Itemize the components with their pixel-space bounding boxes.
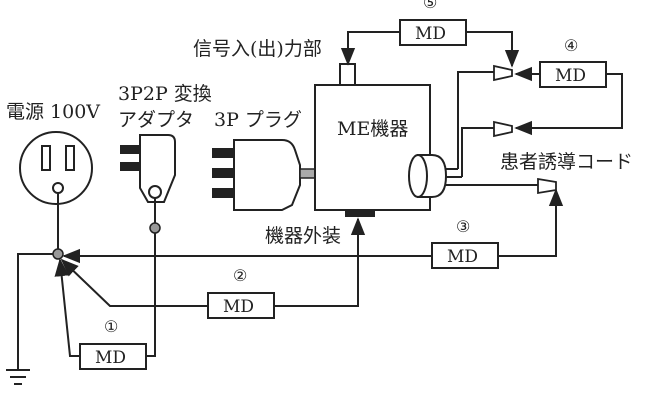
wire-meter4-lower [514,73,623,136]
wire-meter1-adapter [146,233,156,357]
wall-outlet [19,131,93,205]
meter-1-label: MD [95,348,126,368]
meter-2-number: ② [233,266,247,285]
adapter-ground-node [149,222,161,234]
meter-3-number: ③ [456,217,470,236]
meter-3-box [431,242,499,269]
enclosure-contact [345,210,375,217]
signal-io-port [339,63,356,86]
wire-meter2-ground [60,258,208,307]
enclosure-label: 機器外装 [265,225,341,247]
meter-5-number: ⑤ [423,0,437,12]
plug-label: 3P プラグ [214,109,302,131]
lead-to-probe-lower [461,127,494,177]
wire-meter5-port [340,31,400,66]
meter-5-box [399,19,467,46]
meter-1-box [79,343,147,370]
plug-3p [212,139,319,211]
patient-lead-connector [408,154,448,198]
probe-upper [493,64,513,82]
outlet-ground-node [52,248,64,260]
wire-meter1-ground [54,258,80,357]
probe-patient [537,177,557,195]
earth-ground-icon [6,369,30,385]
wire-meter5-probe [466,31,520,68]
earth-wire [17,253,53,370]
wire-meter2-enclosure [274,217,366,307]
patient-lead-label: 患者誘導コード [500,151,633,173]
mains-outlet-label: 電源 100V [6,101,100,123]
adapter-3p2p [120,134,176,225]
meter-5-label: MD [415,24,446,44]
meter-2-box [207,292,275,319]
meter-1-number: ① [104,317,118,336]
adapter-label-bottom: アダプタ [118,109,194,131]
adapter-label-top: 3P2P 変換 [118,83,212,105]
meter-4-number: ④ [564,36,578,55]
meter-4-box [539,61,607,88]
meter-2-label: MD [223,297,254,317]
meter-4-label: MD [555,66,586,86]
probe-lower [493,120,513,138]
lead-to-probe-upper [457,71,494,169]
me-device-label: ME機器 [337,118,408,140]
signal-io-label: 信号入(出)力部 [193,38,322,60]
meter-3-label: MD [447,247,478,267]
wire-meter3-probe [498,188,564,257]
